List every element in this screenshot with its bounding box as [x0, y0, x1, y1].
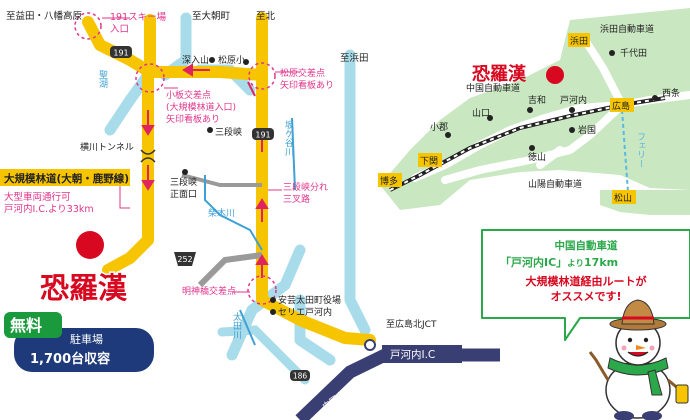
sandankyo-road	[181, 173, 262, 187]
city-hakata: 博多	[380, 175, 398, 187]
yokogawa-tunnel-label: 横川トンネル	[80, 141, 134, 153]
route-186-label: 186	[293, 372, 308, 381]
sandankyo-label: 三段峡	[215, 126, 242, 138]
junction-markers	[74, 12, 277, 305]
koita-junction-label: 小板交差点	[166, 89, 211, 101]
wide-destination-title: 恐羅漢	[472, 63, 527, 85]
tunnel-marker	[140, 149, 156, 163]
poi-dots	[182, 57, 276, 315]
togouchi-ic-label: 戸河内I.C	[390, 348, 435, 361]
ota-river-line	[239, 309, 256, 346]
callout-line3: 大規模林道経由ルートが	[526, 274, 647, 288]
sandankyo-fork-label2: 三叉路	[283, 193, 310, 205]
callout-line1: 中国自動車道	[555, 239, 618, 252]
callout-line2: 「戸河内IC」より17km	[500, 255, 618, 269]
route-191-label: 191	[113, 49, 128, 58]
matsuhara-junction-sub: 矢印看板あり	[280, 79, 334, 91]
route-191-label: 191	[255, 131, 270, 140]
city-tokuyama: 徳山	[528, 151, 546, 163]
ski-label-entrance: 入口	[110, 24, 129, 35]
ski-label: 191スキー場	[110, 11, 167, 23]
callout-ic-name: 「戸河内IC」	[500, 255, 567, 269]
city-saijo: 西条	[662, 87, 680, 99]
route-186-shield: 186	[290, 370, 310, 381]
mountain-road	[217, 325, 310, 385]
parking-label: 駐車場	[70, 332, 103, 346]
sakagoro-river-label: 坂ケ谷川	[283, 120, 294, 156]
city-yoshiwa: 吉和	[528, 95, 546, 106]
forest-road-title: 大規模林道(大朝・鹿野線)	[4, 172, 129, 185]
forest-road-sub2: 戸河内I.C.より33km	[4, 203, 94, 215]
callout-from: より	[567, 259, 584, 269]
parking-badge: 無料 駐車場 1,700台収容	[4, 312, 154, 372]
yellow-roads	[82, 12, 376, 346]
dest-top-mid: 至大朝町	[192, 10, 231, 22]
city-hiroshima: 広島	[612, 100, 630, 112]
local-map: 191 191 252 186 至益田・八幡高原 至大朝町 至北	[0, 10, 500, 420]
kitajct-label: 至広島北JCT	[386, 318, 437, 330]
city-matsuyama: 松山	[614, 192, 632, 204]
destination-title: 恐羅漢	[40, 271, 128, 305]
hamada-exp-label: 浜田自動車道	[600, 23, 654, 35]
fukairiyama-label: 深入山	[182, 55, 209, 66]
route-252-shield: 252	[174, 252, 196, 266]
city-shimonoseki: 下関	[420, 156, 438, 167]
parking-capacity: 1,700台収容	[30, 351, 110, 367]
koita-junction-sub1: (大規模林道入口)	[166, 101, 236, 113]
sandankyo-entrance-label1: 三段峡	[170, 176, 197, 188]
parking-free-label: 無料	[10, 316, 42, 335]
meijin-junction-label: 明神橋交差点	[182, 285, 236, 297]
wide-cities: 浜田 千代田 広島 西条 戸河内 吉和 山口 小郡 岩国 徳山 下関 博多	[378, 33, 680, 204]
city-togouchi: 戸河内	[560, 94, 587, 106]
matsuhara-junction-label: 松原交差点	[280, 67, 325, 79]
city-hamada: 浜田	[570, 36, 588, 47]
hijiri-lake-label: 聖湖	[97, 70, 108, 89]
city-iwakuni: 岩国	[578, 124, 596, 136]
akiota-office-label: 安芸太田町役場	[278, 294, 341, 306]
snowman-mascot-illustration	[588, 299, 689, 420]
city-chiyoda: 千代田	[620, 48, 647, 59]
minor-road	[197, 252, 263, 288]
sanyo-exp-label: 山陽自動車道	[528, 178, 582, 190]
dest-hamada: 至浜田	[340, 53, 369, 64]
ic-marker	[364, 339, 376, 351]
route-191-shield-mid: 191	[252, 128, 274, 140]
callout-line4: オススメです!	[550, 290, 621, 303]
sandankyo-entrance-label2: 正面口	[170, 189, 197, 200]
ota-river-label: 太田川	[231, 311, 242, 339]
sakagoro-river-line	[291, 117, 296, 191]
forest-road-banner	[0, 169, 130, 186]
callout-distance: 17km	[584, 256, 618, 269]
destination-marker	[76, 231, 104, 259]
city-yamaguchi: 山口	[472, 108, 490, 119]
leader-lines	[102, 17, 300, 293]
route-191-shield-top: 191	[110, 46, 132, 58]
matsuharasho-label: 松原小	[218, 54, 245, 66]
koita-junction-sub2: 矢印看板あり	[166, 113, 220, 125]
dest-top-right: 至北	[256, 11, 276, 22]
city-ogori: 小郡	[430, 122, 448, 133]
route-252-label: 252	[177, 255, 192, 264]
dest-top-left: 至益田・八幡高原	[6, 10, 82, 22]
wide-map: 浜田 千代田 広島 西条 戸河内 吉和 山口 小郡 岩国 徳山 下関 博多	[378, 8, 690, 215]
wide-destination-marker	[546, 66, 564, 84]
sandankyo-fork-label1: 三段峡分れ	[283, 181, 328, 193]
chugoku-exp-wide-label: 中国自動車道	[466, 82, 520, 94]
togouchi-ic-box	[382, 345, 462, 363]
ferry-label: フェリー	[635, 132, 645, 168]
shibaki-river	[204, 175, 263, 251]
shibaki-river-label: 柴木川	[208, 207, 235, 219]
forest-road-sub1: 大型車両通行可	[4, 191, 71, 203]
serie-togouchi-label: セリエ戸河内	[278, 306, 332, 318]
